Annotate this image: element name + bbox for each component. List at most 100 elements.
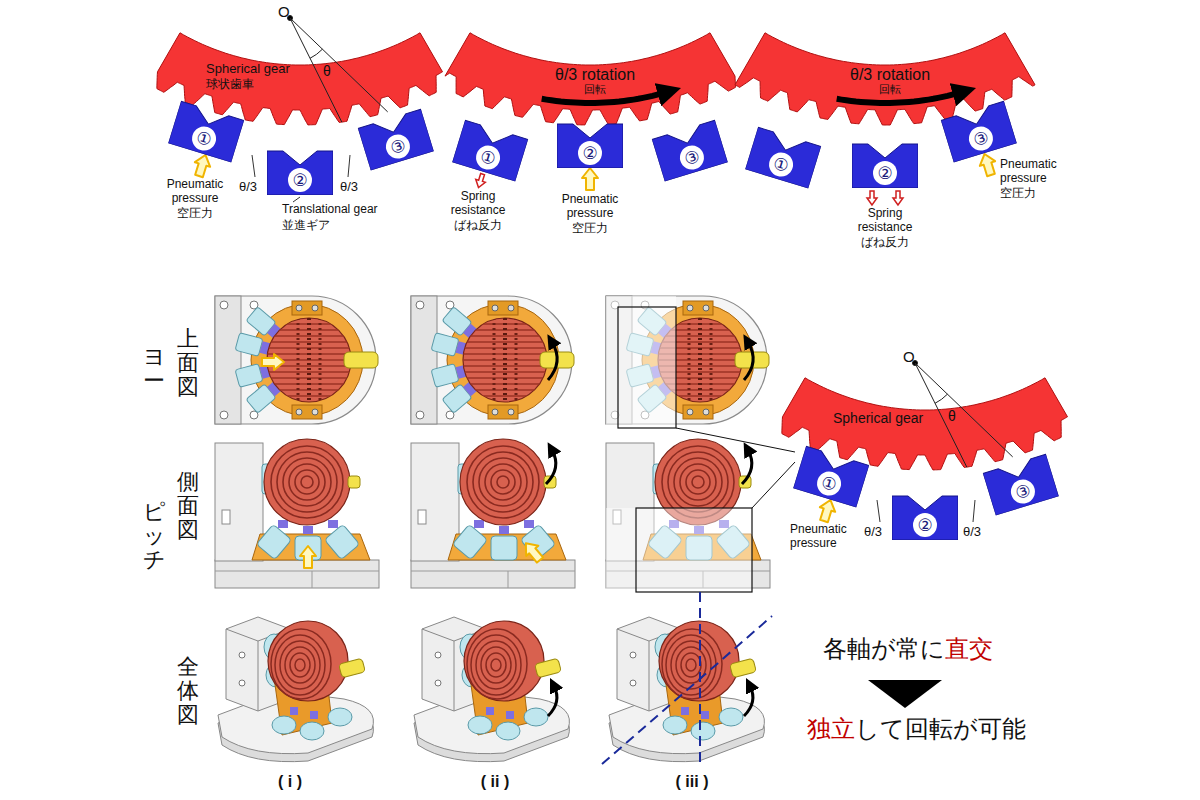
cad-views-part [602, 616, 772, 764]
cad-views-part [744, 686, 753, 716]
cad-views-part [742, 450, 752, 484]
angle-lines-part [915, 363, 1013, 457]
force-label: Pneumatic pressure [156, 178, 234, 206]
cad-views-part [752, 462, 795, 508]
force-arrows-part [893, 191, 903, 205]
angle-lines-part [310, 49, 322, 58]
cad-views-part [215, 439, 379, 588]
gear-block-body [358, 109, 434, 170]
cad-views [215, 296, 795, 768]
point-label: O [903, 348, 915, 365]
conclusion-arrow [868, 680, 942, 708]
translational-gear: ② [557, 118, 623, 168]
rotation-label: θ/3 rotation [555, 66, 635, 84]
rotation-label: 回転 [584, 84, 606, 97]
cad-views-part [636, 508, 752, 592]
angle-label: θ/3 [239, 180, 257, 195]
force-label: Spring resistance [438, 190, 518, 218]
cad-views-part [300, 546, 316, 568]
force-label: Pneumatic pressure [1000, 158, 1072, 186]
gear-panels [157, 33, 1068, 470]
force-arrows-part [474, 173, 488, 189]
cad-views-part [606, 508, 752, 592]
gap-leaders-part [293, 197, 300, 202]
angle-lines-part [290, 18, 342, 122]
cad-views-part [548, 686, 557, 716]
column-label: ( i ) [278, 773, 302, 791]
callout-number: ② [873, 161, 897, 185]
angle-label: θ [948, 408, 956, 424]
cad-views-part [414, 617, 569, 762]
column-label: ( ii ) [481, 773, 509, 791]
part-name: Spherical gear [833, 410, 923, 426]
translational-gear: ① [793, 441, 871, 508]
force-label: 空圧力 [1000, 187, 1036, 201]
force-label: ばね反力 [861, 236, 909, 250]
gear-block-body [892, 496, 958, 540]
gear-block-body [793, 446, 869, 507]
cad-views-part [548, 342, 557, 380]
cad-views-part [546, 450, 556, 484]
gap-leaders-part [973, 500, 975, 522]
force-arrows-part [867, 191, 877, 205]
force-arrows-part [816, 498, 838, 524]
gear-block-body [652, 120, 728, 181]
gap-leaders-part [877, 500, 880, 522]
translational-gear: ① [745, 121, 823, 188]
force-label: 空圧力 [177, 207, 213, 221]
force-label: Pneumatic pressure [550, 193, 630, 221]
cad-views-part [676, 428, 795, 452]
cad-views-part [520, 538, 546, 565]
cad-views-part [218, 617, 373, 762]
gap-leaders-part [348, 155, 350, 177]
angle-label: θ/3 [864, 525, 882, 540]
axis-label: ヨー [143, 345, 165, 393]
gear-block-body [452, 120, 528, 181]
force-arrows-part [977, 152, 999, 178]
cad-views-part [262, 354, 284, 370]
part-name: Spherical gear [206, 62, 290, 77]
gear-block-body [557, 124, 623, 168]
cad-views-part [606, 296, 676, 427]
conclusion-text: 直交 [945, 636, 993, 664]
translational-gear: ② [852, 138, 918, 188]
column-label: ( iii ) [676, 773, 709, 791]
cad-views-part [744, 342, 753, 380]
part-name: Translational gear [282, 203, 378, 217]
gear-block-body [168, 101, 244, 162]
conclusion-text: 各軸が常に [823, 636, 945, 664]
part-name: 並進ギア [282, 219, 330, 233]
part-name: 球状歯車 [206, 78, 254, 92]
gear-block-body [983, 454, 1059, 515]
gear-block-body [941, 101, 1017, 162]
cad-views-part [411, 439, 575, 588]
angle-label: θ/3 [340, 180, 358, 195]
gear-block-body [852, 144, 918, 188]
translational-gear: ② [267, 145, 333, 195]
gear-panels-part [445, 33, 735, 125]
callout-number: ② [288, 168, 312, 192]
force-label: ばね反力 [454, 219, 502, 233]
rotation-label: 回転 [879, 84, 901, 97]
angle-label: θ [323, 63, 331, 79]
gap-leaders-part [252, 155, 255, 177]
angle-label: θ/3 [963, 525, 981, 540]
force-arrows-part [582, 168, 598, 190]
force-label: Spring resistance [845, 207, 925, 235]
rotation-label: θ/3 rotation [850, 66, 930, 84]
conclusion-arrow-part [868, 680, 942, 708]
axis-label: ピッチ [143, 500, 165, 573]
gear-block-body [267, 151, 333, 195]
callout-number: ② [578, 141, 602, 165]
view-label: 上面図 [177, 327, 199, 400]
cad-views-part [618, 307, 676, 428]
force-arrows-part [191, 153, 213, 179]
cad-views-part [215, 296, 378, 424]
conclusion-text: 独立 [807, 716, 855, 744]
translational-gear: ② [892, 490, 958, 540]
view-label: 側面図 [177, 470, 199, 543]
callout-number: ② [913, 513, 937, 537]
angle-lines-part [290, 18, 388, 112]
angle-lines-part [935, 394, 947, 403]
